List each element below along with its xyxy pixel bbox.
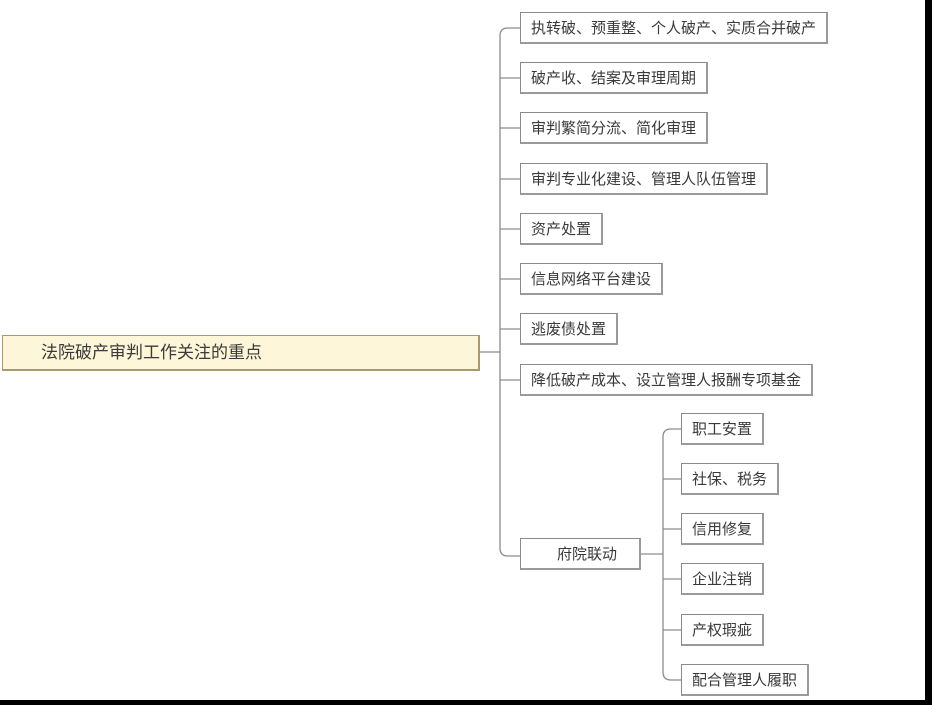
sub-node-enterprise-deregistration[interactable]: 企业注销	[681, 563, 765, 595]
branch-node-cost-reduction[interactable]: 降低破产成本、设立管理人报酬专项基金	[520, 364, 814, 396]
branch-node-info-platform[interactable]: 信息网络平台建设	[520, 263, 664, 295]
root-node[interactable]: 法院破产审判工作关注的重点	[2, 335, 480, 371]
branch-node-government-court-linkage[interactable]: 府院联动	[520, 538, 641, 570]
sub-node-employee-placement[interactable]: 职工安置	[681, 413, 765, 445]
sub-node-assist-administrator[interactable]: 配合管理人履职	[681, 664, 810, 696]
branch-node-case-cycle[interactable]: 破产收、结案及审理周期	[520, 62, 709, 94]
branch-node-debt-evasion[interactable]: 逃废债处置	[520, 313, 619, 345]
branch-node-asset-disposal[interactable]: 资产处置	[520, 213, 604, 245]
branch-node-simplified-trial[interactable]: 审判繁简分流、简化审理	[520, 112, 709, 144]
sub-node-property-defects[interactable]: 产权瑕疵	[681, 614, 765, 646]
branch-node-execution-bankruptcy[interactable]: 执转破、预重整、个人破产、实质合并破产	[520, 12, 829, 44]
branch-node-specialization[interactable]: 审判专业化建设、管理人队伍管理	[520, 163, 769, 195]
sub-node-social-security-tax[interactable]: 社保、税务	[681, 463, 780, 495]
sub-node-credit-repair[interactable]: 信用修复	[681, 513, 765, 545]
